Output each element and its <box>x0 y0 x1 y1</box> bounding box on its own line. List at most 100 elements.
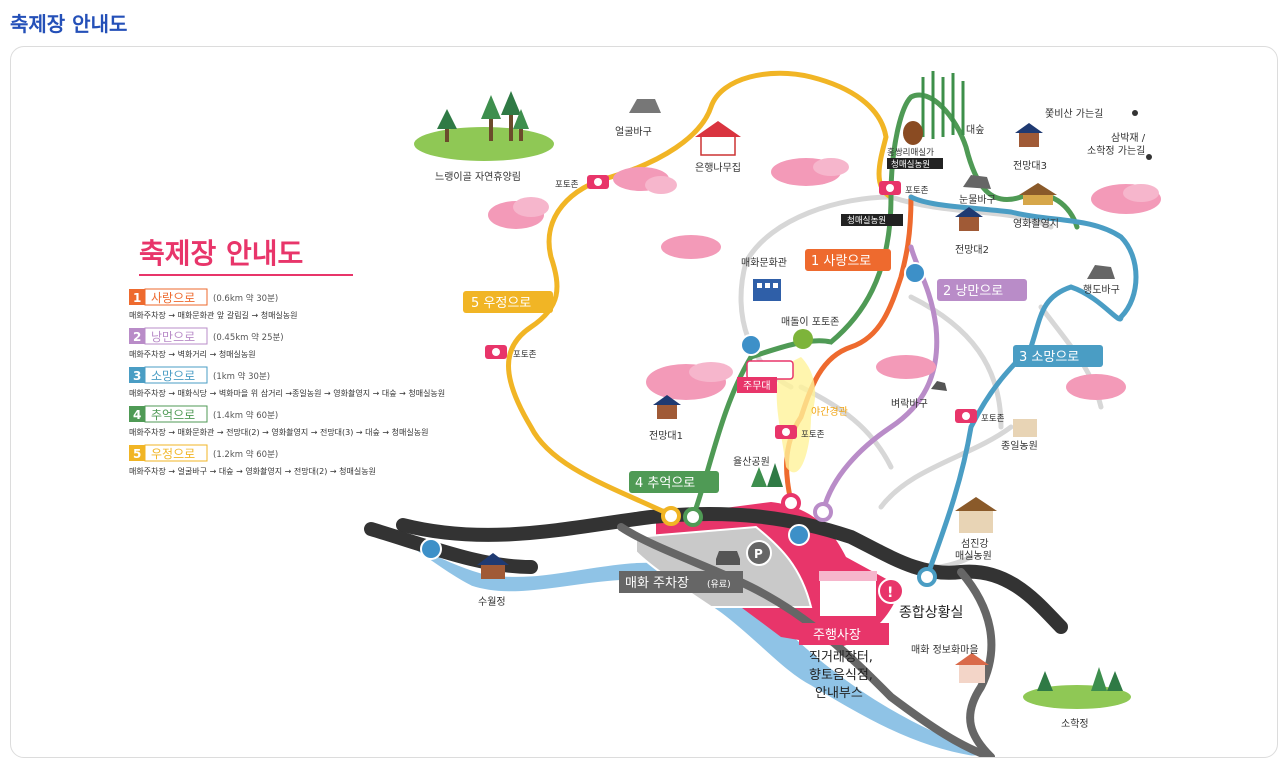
route-tag-2-label: 2 낭만으로 <box>943 284 1003 299</box>
byeorak-rock-icon <box>931 381 947 391</box>
festival-map[interactable]: 느랭이골 자연휴양림 대숲 얼굴바구 은행나무집 홍쌍리매실가 청매실농원 청매… <box>11 47 1277 757</box>
route-tag-4[interactable]: 4 추억으로 <box>629 471 719 493</box>
photo-zone-3: 포토존 <box>485 345 537 360</box>
label-nunmul-rock: 눈물바구 <box>959 194 996 206</box>
label-info-room: 종합상황실 <box>899 605 963 621</box>
route-tag-5[interactable]: 5 우정으로 <box>463 291 553 313</box>
blossom-clusters <box>488 158 1161 400</box>
jongil-farm-icon <box>1013 419 1037 437</box>
legend-number-box <box>129 367 145 383</box>
restroom-icon <box>788 524 810 546</box>
legend-path: 매화주차장 → 벽화거리 → 청매실농원 <box>129 349 256 359</box>
route-4-start <box>683 507 703 527</box>
nunmul-rock-icon <box>963 175 991 189</box>
route-tag-2[interactable]: 2 낭만으로 <box>937 279 1027 301</box>
main-stage-tag[interactable] <box>737 377 777 393</box>
legend-detail: (1.4km 약 60분) <box>213 410 278 421</box>
haengdo-rock-icon <box>1087 265 1115 279</box>
label-photo-zone: 포토존 <box>513 350 537 360</box>
legend-name: 우정으로 <box>151 447 195 461</box>
legend-path: 매화주차장 → 매화식당 → 벽화마을 위 삼거리 →종일농원 → 영화촬영지 … <box>129 388 445 398</box>
main-roads <box>364 506 1068 634</box>
ginkgo-house-icon <box>695 121 741 156</box>
label-ulsan-park: 율산공원 <box>733 456 770 468</box>
label-night-view: 야간경관 <box>811 405 848 418</box>
legend-title: 축제장 안내도 <box>139 237 303 270</box>
bamboo-grove <box>921 71 965 139</box>
legend-number-box <box>129 328 145 344</box>
label-parking-paid: (유료) <box>707 579 731 590</box>
label-photo-zone: 포토존 <box>555 180 579 190</box>
parking-icon <box>746 540 772 566</box>
restroom-icon <box>904 262 926 284</box>
alert-mark: ! <box>887 585 893 601</box>
label-seomjingang2: 매실농원 <box>955 550 992 562</box>
label-hongssangri: 홍쌍리매실가 <box>887 147 934 158</box>
legend-name: 낭만으로 <box>151 330 195 344</box>
legend-name: 추억으로 <box>151 408 195 422</box>
route-3-start <box>917 567 937 587</box>
legend-row-2: 2 낭만으로 (0.45km 약 25분) 매화주차장 → 벽화거리 → 청매실농원 <box>129 327 284 359</box>
legend-number-box <box>129 406 145 422</box>
pavilion-icon-1 <box>653 395 681 419</box>
legend-detail: (0.45km 약 25분) <box>213 332 284 343</box>
legend-detail: (1km 약 30분) <box>213 371 270 382</box>
label-vendor-desc1: 직거래장터, <box>809 650 873 665</box>
legend-name-box <box>144 288 208 306</box>
label-movie-set: 영화촬영지 <box>1013 218 1059 230</box>
forest-area <box>414 91 554 161</box>
parking-tag[interactable] <box>619 571 743 593</box>
label-vendor-desc2: 향토음식점, <box>809 668 873 683</box>
movie-set-icon <box>1019 183 1057 205</box>
night-view-path <box>776 357 816 473</box>
legend: 축제장 안내도 <box>139 237 353 276</box>
legend-number: 1 <box>133 291 141 305</box>
ulsan-park-trees <box>751 463 783 487</box>
legend-number: 3 <box>133 369 141 383</box>
label-info-village: 매화 정보화마을 <box>911 644 979 656</box>
legend-detail: (1.2km 약 60분) <box>213 449 278 460</box>
route-tag-1[interactable]: 1 사랑으로 <box>805 249 891 271</box>
restroom-icon <box>420 538 442 560</box>
legend-path: 매화주차장 → 매화문화관 → 전망대(2) → 영화촬영지 → 전망대(3) … <box>129 427 428 437</box>
photo-zone-4: 포토존 <box>775 425 825 440</box>
label-observatory3: 전망대3 <box>1013 160 1047 172</box>
label-vendor-desc3: 안내부스 <box>815 686 863 701</box>
route-tag-3[interactable]: 3 소망으로 <box>1013 345 1103 367</box>
maedori-icon <box>793 329 813 349</box>
legend-path: 매화주차장 → 매화문화관 앞 갈림길 → 청매실농원 <box>129 310 298 320</box>
legend-number: 4 <box>133 408 141 422</box>
restroom-icon <box>740 334 762 356</box>
legend-row-4: 4 추억으로 (1.4km 약 60분) 매화주차장 → 매화문화관 → 전망대(2)… <box>129 405 428 437</box>
parking-mark: P <box>754 547 763 561</box>
label-photo-zone: 포토존 <box>905 186 929 196</box>
label-ginkgo-house: 은행나무집 <box>695 162 741 174</box>
route-nodes <box>661 493 937 587</box>
route-5-start <box>661 506 681 526</box>
route-3-line <box>908 194 1139 580</box>
vendor-tent-icon <box>818 571 878 618</box>
label-main-stage: 주무대 <box>743 380 771 392</box>
photo-zone-5: 포토존 <box>955 409 1005 424</box>
vendor-tag[interactable] <box>799 623 889 645</box>
pavilion-icon-suwol <box>477 553 509 579</box>
legend-name-box <box>144 327 208 345</box>
photo-zone-2: 포토존 <box>879 181 929 196</box>
route-tag-4-label: 4 추억으로 <box>635 476 695 491</box>
label-jongil-farm: 종일농원 <box>1001 440 1038 452</box>
photo-zone-markers: 포토존 포토존 포토존 포토존 포토존 <box>485 175 1005 440</box>
restroom-icons <box>420 262 926 560</box>
legend-number: 2 <box>133 330 141 344</box>
face-rock-icon <box>629 99 661 113</box>
river <box>346 519 1002 757</box>
legend-name-box <box>144 366 208 384</box>
jar-icon <box>903 121 923 145</box>
legend-detail: (0.6km 약 30분) <box>213 293 278 304</box>
label-sohakjeong: 소학정 <box>1061 718 1089 730</box>
label-face-rock: 얼굴바구 <box>615 126 652 138</box>
legend-path: 매화주차장 → 얼굴바구 → 대숲 → 영화촬영지 → 전망대(2) → 청매실… <box>129 466 376 476</box>
info-village-icon <box>955 653 989 683</box>
label-pihyang-road: 쫓비산 가는길 <box>1045 107 1103 120</box>
route-tag-3-label: 3 소망으로 <box>1019 350 1079 365</box>
